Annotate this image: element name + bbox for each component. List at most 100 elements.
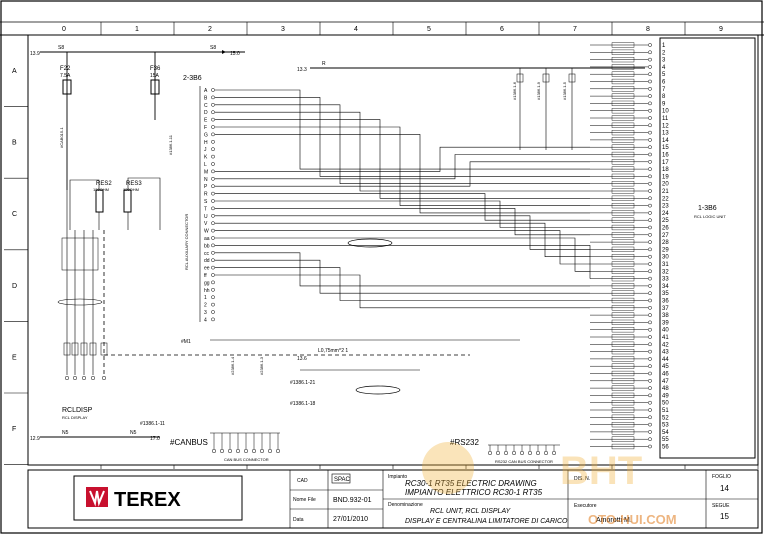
resistor-res3-value: 120OHM — [123, 187, 139, 192]
ref-1386-1-5: #1386.1-5 — [562, 81, 567, 100]
esecutore-label: Esecutore — [574, 503, 597, 509]
logic-pin-label: 55 — [662, 437, 669, 443]
logic-pin-label: 48 — [662, 386, 669, 392]
aux-pin-label: P — [204, 184, 208, 190]
column-label: 8 — [646, 26, 650, 33]
wire-label-s8: S8 — [58, 45, 64, 51]
logic-pin-label: 16 — [662, 153, 669, 159]
ref-m1: #M1 — [181, 339, 191, 345]
logic-pin-label: 45 — [662, 364, 669, 370]
logic-pin-label: 24 — [662, 211, 669, 217]
logic-pin-label: 23 — [662, 204, 669, 210]
row-label: A — [12, 68, 17, 75]
aux-pin-label: F — [204, 125, 207, 131]
fuse-f36 — [150, 79, 160, 95]
segue-value: 15 — [720, 512, 729, 521]
logic-pin-label: 19 — [662, 174, 669, 180]
logic-pin-label: 28 — [662, 240, 669, 246]
column-label: 4 — [354, 26, 358, 33]
fuse-f22 — [62, 79, 72, 95]
logic-pin-label: 43 — [662, 350, 669, 356]
aux-pin-label: C — [204, 103, 208, 109]
logic-pin-label: 44 — [662, 357, 669, 363]
fuse-f22-rating: 7.5A — [60, 73, 71, 79]
file-name-value: BND.932-01 — [333, 497, 372, 504]
logic-pin-label: 33 — [662, 277, 669, 283]
row-label: F — [12, 426, 16, 433]
ref-2386-1-4: #2386.1-4 — [230, 356, 235, 375]
logic-unit-sub: RCL LOGIC UNIT — [694, 214, 726, 219]
connector-2-3b6-label: 2-3B6 — [183, 75, 202, 82]
ref-1386-1-18: #1386.1-18 — [290, 401, 316, 407]
logic-pin-label: 42 — [662, 342, 669, 348]
date-label: Data — [293, 517, 304, 523]
cad-value: SPAC — [334, 477, 351, 483]
logic-pin-label: 40 — [662, 328, 669, 334]
logic-pin-label: 38 — [662, 313, 669, 319]
row-label: D — [12, 283, 17, 290]
svg-text:BHT: BHT — [560, 449, 642, 493]
foglio-value: 14 — [720, 484, 729, 493]
logic-pin-label: 5 — [662, 72, 666, 78]
aux-pin-label: aa — [204, 236, 210, 242]
impianto-label: Impianto — [388, 474, 407, 480]
aux-pin-label: D — [204, 110, 208, 116]
aux-pin-label: bb — [204, 243, 210, 249]
aux-pin-label: L — [204, 162, 207, 168]
aux-pin-label: R — [204, 192, 208, 198]
logic-pin-label: 8 — [662, 94, 666, 100]
file-name-label: Nome File — [293, 497, 316, 503]
logic-pin-label: 11 — [662, 116, 669, 122]
logic-pin-label: 15 — [662, 145, 669, 151]
logic-pin-label: 27 — [662, 233, 669, 239]
logic-pin-label: 17 — [662, 160, 669, 166]
cad-label: CAD — [297, 478, 308, 484]
row-label: C — [12, 211, 17, 218]
aux-pin-label: S — [204, 199, 208, 205]
svg-text:TEREX: TEREX — [114, 489, 181, 511]
column-label: 2 — [208, 26, 212, 33]
ref-2386-1-3: #2386.1-3 — [259, 356, 264, 375]
logic-pin-label: 7 — [662, 87, 666, 93]
rs232-label: #RS232 — [450, 438, 479, 447]
esecutore-value: Amorotti M. — [596, 517, 632, 524]
wire-label-13-9: 13.9 — [30, 51, 40, 57]
logic-pin-label: 54 — [662, 430, 669, 436]
canbus-label: #CANBUS — [170, 438, 208, 447]
aux-pin-label: G — [204, 132, 208, 138]
wire-label-s8-2: S8 — [210, 45, 216, 51]
aux-pin-label: 2 — [204, 303, 207, 309]
row-label: E — [12, 354, 17, 361]
wire-label-13-6: 13.6 — [297, 356, 307, 362]
aux-pin-label: H — [204, 140, 208, 146]
aux-pin-label: J — [204, 147, 207, 153]
wire-label-17-0: 17.0 — [150, 436, 160, 442]
resistor-res2-value: 120OHM — [93, 187, 109, 192]
logic-unit-label: 1-3B6 — [698, 205, 717, 212]
logic-pin-label: 49 — [662, 393, 669, 399]
aux-pin-label: M — [204, 169, 208, 175]
logic-pin-label: 4 — [662, 65, 666, 71]
logic-pin-label: 37 — [662, 306, 669, 312]
logic-pin-label: 21 — [662, 189, 669, 195]
aux-pin-label: 1 — [204, 295, 207, 301]
date-value: 27/01/2010 — [333, 516, 368, 523]
column-label: 9 — [719, 26, 723, 33]
resistor-res2 — [95, 189, 104, 213]
fuse-f36-rating: 15A — [150, 73, 160, 79]
denominazione-line2: DISPLAY E CENTRALINA LIMITATORE DI CARIC… — [405, 518, 568, 525]
column-label: 7 — [573, 26, 577, 33]
aux-pin-label: N — [204, 177, 208, 183]
foglio-label: FOGLIO — [712, 474, 731, 480]
connector-2-3b6-side-label: RCL AUXILIARY CONNECTOR — [184, 214, 189, 270]
logic-pin-label: 32 — [662, 269, 669, 275]
aux-pin-label: hh — [204, 288, 210, 294]
aux-pin-label: gg — [204, 280, 210, 286]
logic-pin-label: 1 — [662, 43, 666, 49]
logic-pin-label: 12 — [662, 123, 669, 129]
shielded-cable-2 — [355, 385, 401, 395]
